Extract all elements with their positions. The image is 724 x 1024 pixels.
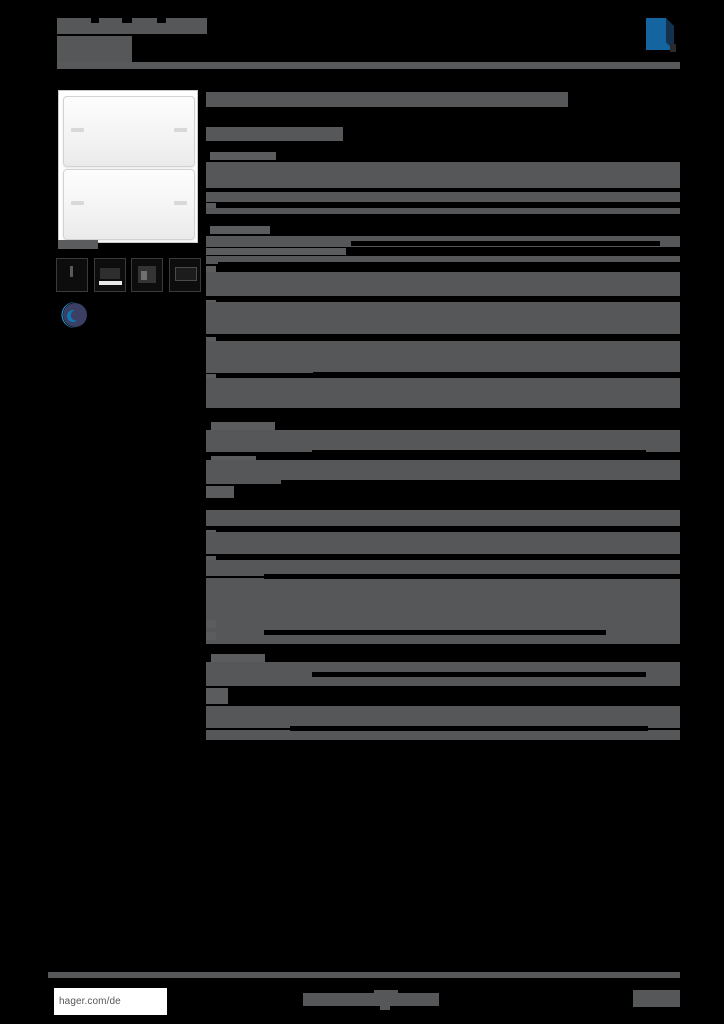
thumbnail-2-glyph [100, 268, 120, 279]
spec-row-label [206, 688, 228, 704]
text-gap [320, 334, 680, 338]
thumbnail-3-detail [141, 271, 147, 280]
spec-row-label [206, 632, 216, 640]
spec-row-label [206, 248, 346, 255]
thumbnail-2-strip [99, 281, 122, 285]
spec-row-value [206, 302, 680, 334]
rocker-top [63, 96, 195, 167]
footer-center-accent-2 [380, 1004, 390, 1010]
text-gap [240, 188, 640, 192]
title-gap-1 [91, 18, 99, 23]
text-gap [206, 214, 680, 225]
document-title-line-2 [57, 36, 132, 62]
footer-center-text [303, 993, 439, 1006]
thumbnail-4[interactable] [169, 258, 201, 292]
document-title-line-1 [57, 18, 207, 34]
spec-row-value [206, 208, 680, 214]
spec-row-value [206, 430, 680, 452]
text-gap [206, 644, 680, 654]
spec-group-heading [211, 422, 275, 430]
product-hero-image[interactable] [58, 90, 198, 243]
hager-logo-icon [640, 14, 684, 58]
text-gap [218, 262, 680, 266]
text-gap [312, 672, 646, 677]
thumbnail-4-glyph [175, 267, 197, 281]
spec-group-heading [210, 226, 270, 234]
text-gap [274, 296, 680, 301]
thumbnail-1-glyph [70, 266, 73, 277]
footer-url[interactable]: hager.com/de [54, 988, 167, 1015]
text-gap [312, 450, 646, 455]
text-gap [264, 554, 680, 559]
page-header [0, 0, 724, 80]
thumbnail-2[interactable] [94, 258, 126, 292]
rocker-bottom [63, 169, 195, 240]
spec-row-value [206, 510, 680, 526]
rocker-notch-left [71, 128, 84, 132]
spec-row-label [206, 620, 216, 628]
spec-row-label [206, 266, 216, 274]
text-gap [206, 498, 476, 510]
spec-row-value [206, 162, 680, 188]
text-gap [281, 480, 680, 485]
footer-page-number [633, 990, 680, 1007]
3d-model-badge-icon[interactable] [56, 296, 90, 336]
product-image-caption [58, 240, 98, 249]
text-gap [351, 241, 660, 246]
text-gap [236, 526, 680, 532]
footer-center-accent [374, 990, 398, 996]
spec-row-value [206, 341, 680, 373]
spec-row-value [206, 706, 680, 728]
text-gap [288, 686, 680, 695]
thumbnail-3[interactable] [131, 258, 163, 292]
spec-row-value [206, 560, 680, 576]
rocker-notch-right [174, 201, 187, 205]
text-gap [313, 372, 680, 376]
title-gap-3 [157, 18, 166, 23]
spec-row-value [206, 378, 680, 408]
footer-url-text: hager.com/de [59, 996, 121, 1007]
spec-group-heading [210, 152, 276, 160]
spec-row-value [206, 256, 680, 264]
spec-group-heading [211, 654, 265, 662]
text-gap [290, 726, 648, 731]
text-gap [206, 408, 680, 422]
product-subline [206, 127, 343, 141]
spec-row-value [206, 532, 680, 554]
product-headline [206, 92, 568, 107]
text-gap [264, 630, 606, 635]
title-gap-2 [122, 18, 132, 23]
header-divider [57, 62, 680, 69]
thumbnail-strip [56, 258, 208, 294]
rocker-notch-right [174, 128, 187, 132]
text-gap [264, 574, 680, 579]
thumbnail-1[interactable] [56, 258, 88, 292]
spec-row-value [206, 192, 680, 202]
rocker-notch-left [71, 201, 84, 205]
spec-row-value [206, 272, 680, 296]
spec-row-value [206, 730, 680, 740]
footer-divider [48, 972, 680, 978]
